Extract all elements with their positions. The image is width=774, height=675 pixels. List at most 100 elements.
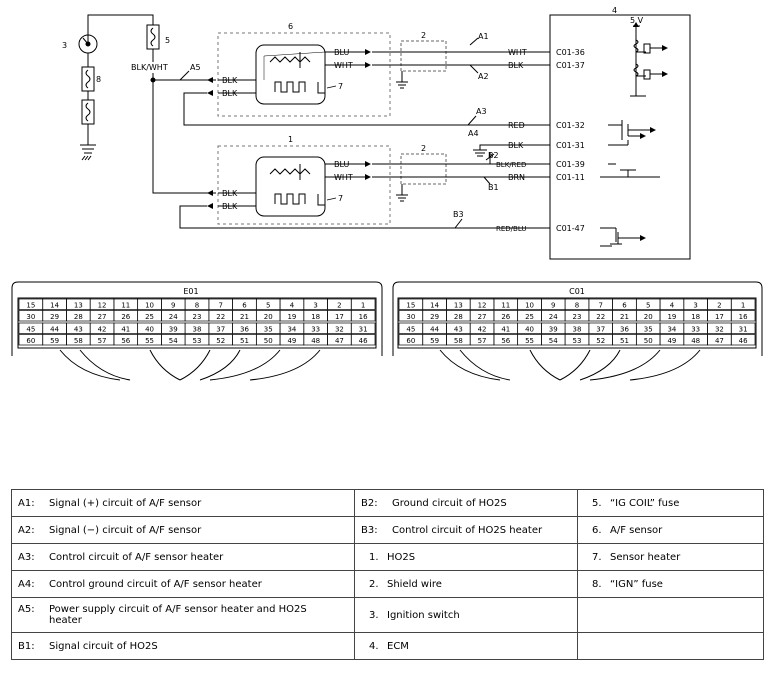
pin-number: 27 [478, 313, 487, 321]
s1-wht-label: WHT [334, 173, 353, 182]
pin-number: 17 [715, 313, 724, 321]
label-b3: B3 [453, 210, 464, 219]
pin-number: 25 [145, 313, 154, 321]
terminal-c01-11: C01-11 [556, 173, 585, 182]
pin-number: 39 [169, 326, 178, 334]
blk-a2-label: BLK [508, 61, 524, 70]
pin-cell [730, 298, 756, 310]
pin-number: 6 [622, 302, 627, 310]
af-sensor [207, 32, 391, 117]
pin-number: 55 [145, 337, 154, 345]
pin-number: 8 [575, 302, 579, 310]
number-8: 8 [96, 75, 101, 84]
pin-number: 24 [169, 313, 178, 321]
legend-cell: A3:Control circuit of A/F sensor heater [11, 543, 355, 571]
blk-a4-label: BLK [508, 141, 524, 150]
pin-number: 14 [50, 302, 59, 310]
number-5: 5 [165, 36, 170, 45]
pin-number: 50 [264, 337, 273, 345]
legend-description: Signal circuit of HO2S [49, 640, 158, 652]
pin-number: 49 [667, 337, 676, 345]
pin-number: 36 [240, 326, 249, 334]
pin-number: 17 [335, 313, 344, 321]
blk-red-label: BLK/RED [496, 161, 526, 169]
pin-number: 16 [739, 313, 748, 321]
pin-number: 58 [454, 337, 463, 345]
pin-number: 13 [454, 302, 463, 310]
pin-number: 4 [670, 302, 675, 310]
pin-number: 52 [596, 337, 605, 345]
legend-cell: 3.Ignition switch [354, 597, 578, 633]
pin-number: 6 [242, 302, 247, 310]
pin-number: 60 [406, 337, 415, 345]
pin-number: 56 [121, 337, 130, 345]
legend-description: HO2S [387, 551, 416, 563]
pin-number: 19 [287, 313, 296, 321]
pin-number: 4 [290, 302, 295, 310]
pin-number: 47 [715, 337, 724, 345]
pin-number: 32 [715, 326, 724, 334]
red-blu-label: RED/BLU [496, 225, 527, 233]
pin-number: 59 [50, 337, 59, 345]
red-label: RED [508, 121, 525, 130]
pin-number: 34 [667, 326, 676, 334]
pin-number: 28 [454, 313, 463, 321]
label-a2: A2 [478, 72, 489, 81]
ecm-box [549, 14, 691, 260]
pin-number: 5 [266, 302, 270, 310]
pin-number: 34 [287, 326, 296, 334]
label-b1: B1 [488, 183, 499, 192]
pin-number: 15 [26, 302, 35, 310]
pin-number: 46 [739, 337, 748, 345]
number-1: 1 [288, 135, 293, 144]
pin-number: 48 [691, 337, 700, 345]
pin-number: 31 [739, 326, 748, 334]
pin-number: 36 [620, 326, 629, 334]
pin-number: 1 [741, 302, 745, 310]
pin-number: 45 [406, 326, 415, 334]
pin-number: 20 [644, 313, 653, 321]
pin-number: 57 [98, 337, 107, 345]
pin-number: 56 [501, 337, 510, 345]
blk-wht-label: BLK/WHT [131, 63, 168, 72]
label-a5: A5 [190, 63, 201, 72]
pin-number: 25 [525, 313, 534, 321]
legend-code: 8. [592, 578, 602, 590]
legend-cell: B3:Control circuit of HO2S heater [354, 516, 578, 544]
number-6: 6 [288, 22, 293, 31]
pin-number: 2 [717, 302, 721, 310]
pin-number: 51 [620, 337, 629, 345]
legend-description: ECM [387, 640, 409, 652]
legend-cell: 1.HO2S [354, 543, 578, 571]
pin-number: 41 [121, 326, 130, 334]
legend-row: A4:Control ground circuit of A/F sensor … [11, 570, 764, 598]
pin-number: 55 [525, 337, 534, 345]
legend-code: 4. [369, 640, 379, 652]
pin-number: 22 [596, 313, 605, 321]
terminal-c01-47: C01-47 [556, 224, 585, 233]
label-a4: A4 [468, 129, 479, 138]
pin-number: 8 [195, 302, 199, 310]
pin-number: 43 [74, 326, 83, 334]
pin-cell [350, 298, 376, 310]
pin-number: 20 [264, 313, 273, 321]
legend-description: Sensor heater [610, 551, 681, 563]
legend-cell: B2:Ground circuit of HO2S [354, 489, 578, 517]
legend-cell: A1:Signal (+) circuit of A/F sensor [11, 489, 355, 517]
connector-e01-name: E01 [183, 287, 198, 296]
pin-number: 23 [193, 313, 202, 321]
terminal-c01-36: C01-36 [556, 48, 585, 57]
legend-description: A/F sensor [610, 524, 663, 536]
terminal-c01-32: C01-32 [556, 121, 585, 130]
legend-cell: A4:Control ground circuit of A/F sensor … [11, 570, 355, 598]
s1-blk2-label: BLK [222, 202, 238, 211]
pin-cell [350, 310, 376, 322]
pin-number: 53 [193, 337, 202, 345]
pin-number: 54 [169, 337, 178, 345]
legend-code: A1: [18, 497, 35, 509]
pin-number: 43 [454, 326, 463, 334]
pin-number: 7 [598, 302, 602, 310]
legend-cell [577, 597, 764, 633]
